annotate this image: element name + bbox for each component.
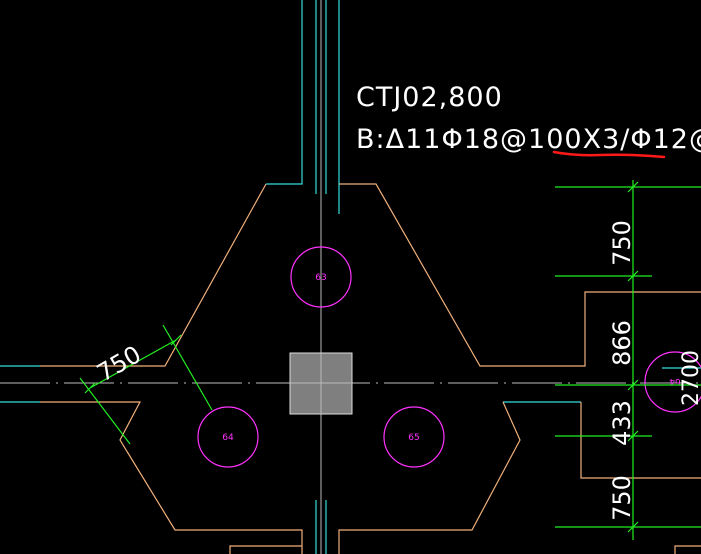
edge-dimension-text: 2700	[679, 350, 701, 406]
diag-dimension-text: 750	[92, 340, 146, 387]
pile-circle[interactable]	[197, 406, 259, 468]
rebar-spec-label: B:Δ11Φ18@100X3/Φ12@200	[356, 124, 701, 155]
foundation-right-bottom	[338, 401, 521, 554]
right-dim-text-bottom: 750	[608, 475, 636, 521]
diag-tick-1	[84, 382, 96, 394]
foundation-left-top	[40, 183, 267, 367]
pile-circle[interactable]	[290, 246, 352, 308]
pile-right[interactable]: 64	[644, 351, 701, 413]
red-underline-mark	[552, 150, 666, 159]
pile-label: 64	[669, 376, 681, 386]
pile-circle[interactable]	[383, 406, 445, 468]
pile-label: 65	[408, 433, 419, 443]
diag-dimension	[79, 324, 213, 445]
foundation-left-bottom	[40, 401, 303, 554]
right-dimension	[555, 180, 701, 540]
right-tick-2	[627, 270, 639, 282]
foundation-right-top	[339, 183, 701, 367]
pile-63[interactable]: 63	[290, 246, 352, 308]
right-tick-5	[627, 521, 639, 533]
foundation-id-label: CTJ02,800	[356, 82, 503, 113]
diag-tick-2	[170, 334, 182, 346]
right-tick-1	[627, 181, 639, 193]
diag-ext-2	[162, 324, 213, 411]
right-tick-3	[627, 379, 639, 391]
rebar-spec-prefix: B:Δ11Φ18@100X3/	[356, 124, 630, 155]
foundation-bottom-edge-left	[229, 545, 302, 554]
foundation-outline	[40, 183, 701, 554]
right-dim-text-mid: 866	[608, 320, 636, 366]
foundation-bottom-edge-right	[674, 545, 701, 554]
pile-label: 63	[315, 273, 326, 283]
wall-top-left	[266, 0, 303, 185]
rebar-spec-highlight: Φ12@200	[630, 124, 701, 155]
diag-ext-1	[79, 377, 131, 445]
right-tick-4	[627, 430, 639, 442]
right-dim-text-top: 750	[608, 220, 636, 266]
diag-dim-line	[89, 339, 177, 389]
pile-label: 64	[222, 433, 234, 443]
foundation-right-block	[580, 402, 701, 479]
pile-65[interactable]: 65	[383, 406, 445, 468]
pile-64[interactable]: 64	[197, 406, 259, 468]
right-dim-text-low: 433	[608, 400, 636, 446]
pile-circle[interactable]	[644, 351, 701, 413]
